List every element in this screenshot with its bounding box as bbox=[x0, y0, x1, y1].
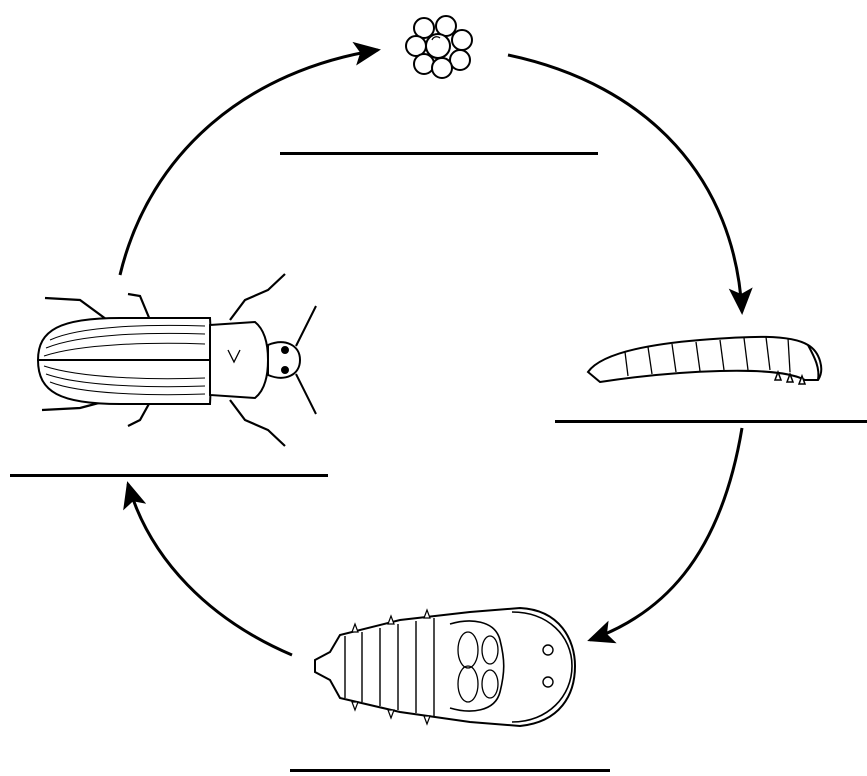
pupa-icon bbox=[315, 608, 575, 726]
larva-label-line bbox=[555, 420, 867, 423]
arrow-adult-to-eggs bbox=[120, 50, 378, 275]
egg-cluster-icon bbox=[406, 16, 472, 78]
pupa-label-line bbox=[290, 769, 610, 772]
eggs-label-line bbox=[280, 152, 598, 155]
arrow-pupa-to-adult bbox=[128, 484, 292, 655]
larva-icon bbox=[588, 337, 821, 384]
beetle-icon bbox=[38, 274, 316, 446]
arrow-larva-to-pupa bbox=[590, 428, 742, 640]
adult-label-line bbox=[10, 474, 328, 477]
arrow-eggs-to-larva bbox=[508, 55, 742, 312]
